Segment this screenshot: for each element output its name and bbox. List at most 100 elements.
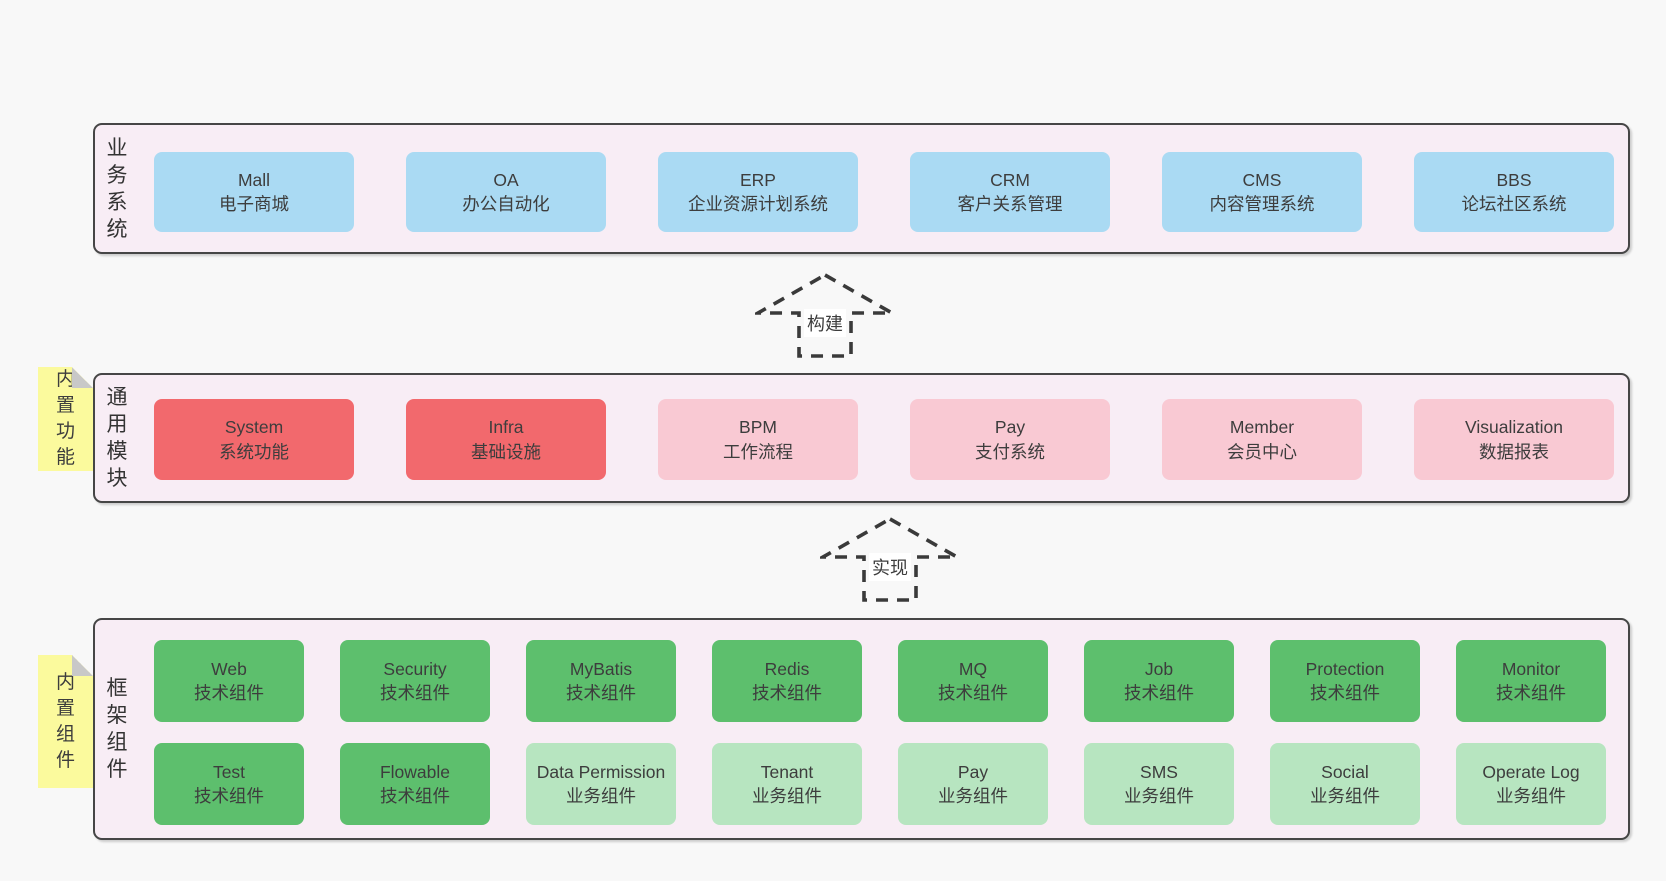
box-subtitle: 业务组件 [1124,786,1194,806]
box-title: Mall [237,169,271,190]
box-subtitle: 技术组件 [1124,683,1194,703]
box-test: Test 技术组件 [154,743,304,825]
box-subtitle: 内容管理系统 [1209,194,1315,214]
box-title: Data Permission [536,761,666,782]
box-subtitle: 电子商城 [219,194,289,214]
box-title: Redis [764,658,810,679]
box-mybatis: MyBatis 技术组件 [526,640,676,722]
layer-business-systems: 业务系统 Mall 电子商城 OA 办公自动化 ERP 企业资源计划系统 CRM… [93,123,1630,254]
layer-side-label-framework-components: 框架组件 [106,677,128,781]
box-subtitle: 数据报表 [1479,441,1549,462]
box-title: SMS [1140,761,1178,782]
box-title: CRM [990,169,1030,190]
box-infra: Infra 基础设施 [406,399,606,480]
box-subtitle: 技术组件 [938,683,1008,703]
box-member: Member 会员中心 [1162,399,1362,480]
box-security: Security 技术组件 [340,640,490,722]
layer-side-label-common-modules: 通用模块 [106,386,128,490]
box-subtitle: 技术组件 [194,683,264,703]
box-subtitle: 业务组件 [1310,786,1380,806]
box-crm: CRM 客户关系管理 [910,152,1110,232]
layer-side-label-business-systems: 业务系统 [106,136,128,241]
box-visualization: Visualization 数据报表 [1414,399,1614,480]
box-title: MyBatis [569,658,633,679]
box-web: Web 技术组件 [154,640,304,722]
box-title: Operate Log [1482,761,1580,782]
box-subtitle: 会员中心 [1227,441,1297,462]
box-subtitle: 论坛社区系统 [1461,194,1567,214]
box-title: Visualization [1465,417,1563,438]
box-bpm: BPM 工作流程 [658,399,858,480]
box-subtitle: 基础设施 [471,441,541,462]
box-subtitle: 企业资源计划系统 [688,194,828,214]
box-title: Tenant [760,761,814,782]
box-title: Pay [957,761,989,782]
box-subtitle: 系统功能 [219,441,289,462]
box-subtitle: 业务组件 [752,786,822,806]
box-title: Flowable [379,761,451,782]
box-flowable: Flowable 技术组件 [340,743,490,825]
box-subtitle: 业务组件 [566,786,636,806]
box-title: Infra [488,417,524,438]
box-title: ERP [740,169,776,190]
framework-components-row-1: Web 技术组件 Security 技术组件 MyBatis 技术组件 Redi… [154,640,1606,722]
box-subtitle: 工作流程 [723,441,793,462]
box-subtitle: 技术组件 [566,683,636,703]
box-operate-log: Operate Log 业务组件 [1456,743,1606,825]
box-subtitle: 支付系统 [975,441,1045,462]
box-monitor: Monitor 技术组件 [1456,640,1606,722]
box-erp: ERP 企业资源计划系统 [658,152,858,232]
box-redis: Redis 技术组件 [712,640,862,722]
arrow-implement-label: 实现 [869,553,911,581]
box-job: Job 技术组件 [1084,640,1234,722]
sticky-note-built-in-components: 内置组件 [38,655,93,788]
box-subtitle: 业务组件 [1496,786,1566,806]
box-oa: OA 办公自动化 [406,152,606,232]
box-tenant: Tenant 业务组件 [712,743,862,825]
framework-components-row-2: Test 技术组件 Flowable 技术组件 Data Permission … [154,743,1606,825]
box-title: BBS [1496,169,1532,190]
box-mq: MQ 技术组件 [898,640,1048,722]
box-protection: Protection 技术组件 [1270,640,1420,722]
box-subtitle: 技术组件 [1310,683,1380,703]
box-title: CMS [1242,169,1282,190]
box-cms: CMS 内容管理系统 [1162,152,1362,232]
box-title: Social [1321,761,1369,782]
box-bbs: BBS 论坛社区系统 [1414,152,1614,232]
box-subtitle: 办公自动化 [462,194,550,214]
box-title: Job [1144,658,1174,679]
box-subtitle: 技术组件 [380,683,450,703]
box-subtitle: 技术组件 [194,786,264,806]
box-title: OA [493,169,519,190]
box-sms: SMS 业务组件 [1084,743,1234,825]
box-subtitle: 业务组件 [938,786,1008,806]
box-title: Protection [1305,658,1385,679]
box-title: Test [212,761,246,782]
layer-common-modules: 通用模块 System 系统功能 Infra 基础设施 BPM 工作流程 Pay… [93,373,1630,503]
arrow-implement-up: 实现 [820,516,960,604]
arrow-build-up: 构建 [755,272,895,360]
box-pay-component: Pay 业务组件 [898,743,1048,825]
box-title: MQ [958,658,988,679]
box-data-permission: Data Permission 业务组件 [526,743,676,825]
box-title: Pay [994,417,1026,438]
sticky-note-label: 内置组件 [55,671,75,771]
box-title: Web [211,658,247,679]
box-pay-module: Pay 支付系统 [910,399,1110,480]
box-title: System [224,417,284,438]
arrow-build-label: 构建 [804,309,846,337]
box-title: Member [1229,417,1295,438]
layer-framework-components: 框架组件 Web 技术组件 Security 技术组件 MyBatis 技术组件… [93,618,1630,840]
box-mall: Mall 电子商城 [154,152,354,232]
box-system: System 系统功能 [154,399,354,480]
box-subtitle: 技术组件 [380,786,450,806]
box-social: Social 业务组件 [1270,743,1420,825]
sticky-note-built-in-features: 内置功能 [38,367,93,471]
box-subtitle: 技术组件 [1496,683,1566,703]
box-title: Security [383,658,447,679]
business-systems-row: Mall 电子商城 OA 办公自动化 ERP 企业资源计划系统 CRM 客户关系… [154,152,1614,232]
common-modules-row: System 系统功能 Infra 基础设施 BPM 工作流程 Pay 支付系统… [154,399,1614,480]
sticky-note-label: 内置功能 [55,369,75,468]
box-subtitle: 客户关系管理 [957,194,1063,214]
box-title: Monitor [1501,658,1561,679]
